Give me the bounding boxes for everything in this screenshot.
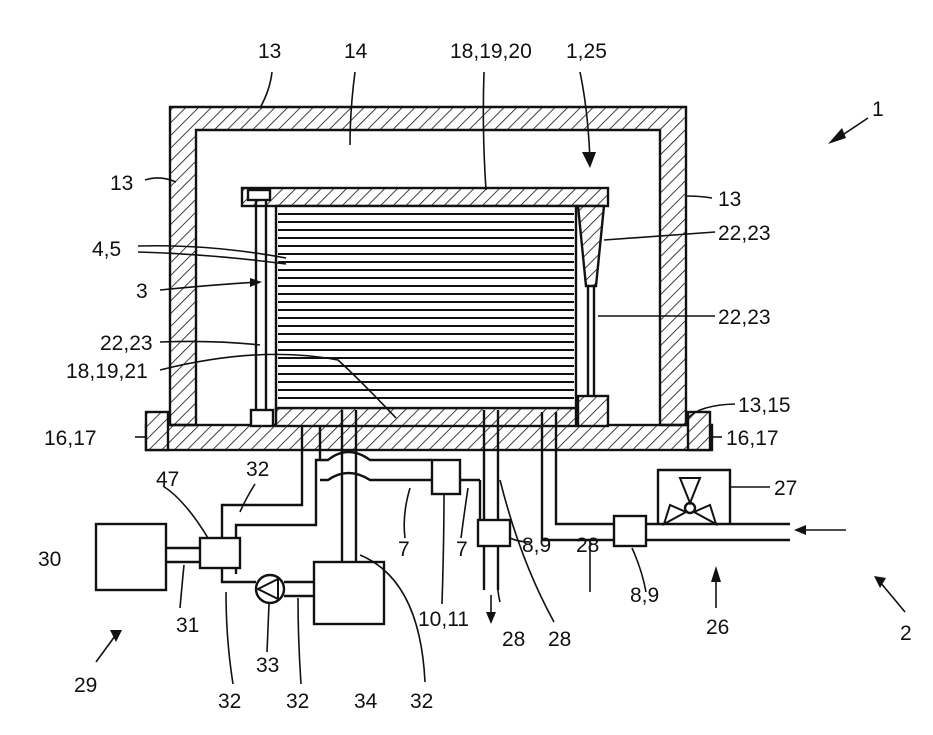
pump-33 — [256, 575, 284, 603]
label-22-23-left: 22,23 — [100, 332, 153, 355]
label-7-b: 7 — [456, 538, 468, 561]
label-32-c: 32 — [286, 690, 309, 713]
label-16-17-left: 16,17 — [44, 427, 97, 450]
label-14: 14 — [344, 40, 368, 63]
label-27: 27 — [774, 477, 797, 500]
label-22-23-b: 22,23 — [718, 306, 771, 329]
label-26: 26 — [706, 616, 729, 639]
label-7-a: 7 — [398, 538, 410, 561]
label-1-25: 1,25 — [566, 40, 607, 63]
label-3: 3 — [136, 280, 148, 303]
label-28-b: 28 — [502, 628, 525, 651]
fan-27 — [658, 470, 730, 524]
label-31: 31 — [176, 614, 199, 637]
label-10-11: 10,11 — [418, 608, 469, 631]
label-4-5: 4,5 — [92, 238, 121, 261]
label-8-9-a: 8,9 — [522, 534, 551, 557]
label-32-d: 32 — [410, 690, 433, 713]
label-28-a: 28 — [576, 534, 599, 557]
component-34 — [314, 562, 384, 624]
label-47: 47 — [156, 468, 179, 491]
label-8-9-b: 8,9 — [630, 584, 659, 607]
component-8-9-lower — [478, 520, 510, 546]
label-1: 1 — [872, 98, 884, 121]
label-13-left: 13 — [110, 172, 133, 195]
label-34: 34 — [354, 690, 378, 713]
cell-stack — [242, 188, 608, 426]
label-18-19-20: 18,19,20 — [450, 40, 532, 63]
label-32-b: 32 — [218, 690, 241, 713]
component-8-9-right — [614, 516, 646, 546]
label-32-a: 32 — [246, 458, 269, 481]
component-10-11 — [432, 460, 460, 494]
label-22-23-a: 22,23 — [718, 222, 771, 245]
component-30 — [96, 524, 166, 590]
label-13-15: 13,15 — [738, 394, 791, 417]
label-29: 29 — [74, 674, 97, 697]
label-2: 2 — [900, 622, 912, 645]
label-16-17-right: 16,17 — [726, 427, 779, 450]
label-18-19-21: 18,19,21 — [66, 360, 148, 383]
label-13-top: 13 — [258, 40, 281, 63]
component-47 — [200, 538, 240, 568]
label-28-c: 28 — [548, 628, 571, 651]
label-30: 30 — [38, 548, 61, 571]
label-13-right: 13 — [718, 188, 741, 211]
label-33: 33 — [256, 654, 279, 677]
